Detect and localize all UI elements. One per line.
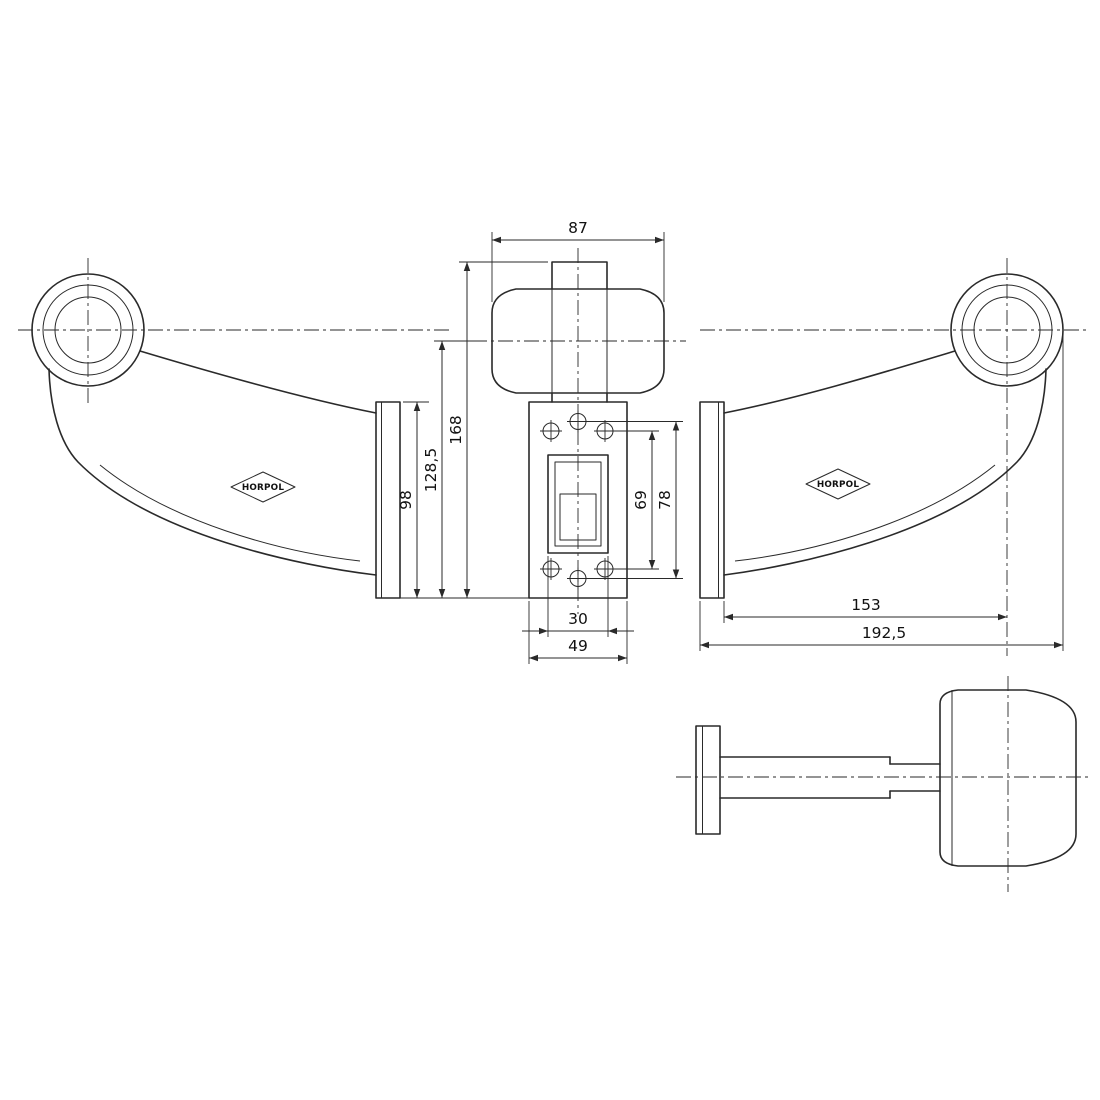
connector-block bbox=[547, 454, 609, 554]
dim-98: 98 bbox=[397, 401, 529, 599]
dim-153: 153 bbox=[723, 596, 1007, 623]
dim-30: 30 bbox=[522, 556, 634, 637]
right-arm-bottom-edge bbox=[723, 368, 1047, 576]
right-lens-outer bbox=[950, 273, 1064, 387]
left-flange bbox=[375, 401, 401, 599]
left-lens-mid bbox=[42, 284, 134, 376]
dim-label-78: 78 bbox=[656, 490, 674, 510]
dim-192-5: 192,5 bbox=[699, 336, 1064, 651]
left-arm-top-edge bbox=[139, 350, 377, 414]
dim-label-87: 87 bbox=[568, 219, 588, 237]
dim-87: 87 bbox=[491, 219, 665, 302]
dim-49: 49 bbox=[528, 601, 628, 664]
dim-label-153: 153 bbox=[851, 596, 881, 614]
dim-label-49: 49 bbox=[568, 637, 588, 655]
dim-label-168: 168 bbox=[447, 415, 465, 445]
bottom-view bbox=[676, 676, 1092, 892]
lens-drum-front bbox=[491, 288, 665, 394]
dimensions: 87 168 128,5 98 69 78 bbox=[397, 219, 1064, 664]
left-side-view: HORPOL bbox=[18, 258, 452, 599]
dim-69: 69 bbox=[613, 430, 659, 570]
horpol-logo-left: HORPOL bbox=[230, 471, 296, 503]
dim-label-98: 98 bbox=[397, 490, 415, 510]
logo-diamond bbox=[805, 468, 871, 500]
bottom-flange bbox=[695, 725, 721, 835]
dim-label-69: 69 bbox=[632, 490, 650, 510]
dim-168: 168 bbox=[447, 261, 548, 598]
right-arm-top-edge bbox=[723, 350, 956, 414]
left-lens-outer bbox=[31, 273, 145, 387]
right-lens-mid bbox=[961, 284, 1053, 376]
right-side-view: HORPOL bbox=[699, 258, 1088, 656]
right-flange bbox=[699, 401, 725, 599]
brand-text: HORPOL bbox=[242, 483, 285, 493]
dim-128-5: 128,5 bbox=[422, 340, 486, 598]
bottom-lens-drum bbox=[939, 689, 1077, 867]
brand-text: HORPOL bbox=[817, 480, 860, 490]
dim-label-128-5: 128,5 bbox=[422, 448, 440, 492]
housing-top bbox=[551, 261, 608, 290]
left-arm-bottom-edge bbox=[48, 368, 377, 576]
left-lens-inner bbox=[54, 296, 122, 364]
horpol-logo-right: HORPOL bbox=[805, 468, 871, 500]
dim-label-192-5: 192,5 bbox=[862, 624, 906, 642]
right-lens-inner bbox=[973, 296, 1041, 364]
logo-diamond bbox=[230, 471, 296, 503]
dim-78: 78 bbox=[586, 421, 683, 579]
dim-label-30: 30 bbox=[568, 610, 588, 628]
mounting-plate-front bbox=[528, 401, 628, 599]
front-view bbox=[472, 248, 686, 614]
